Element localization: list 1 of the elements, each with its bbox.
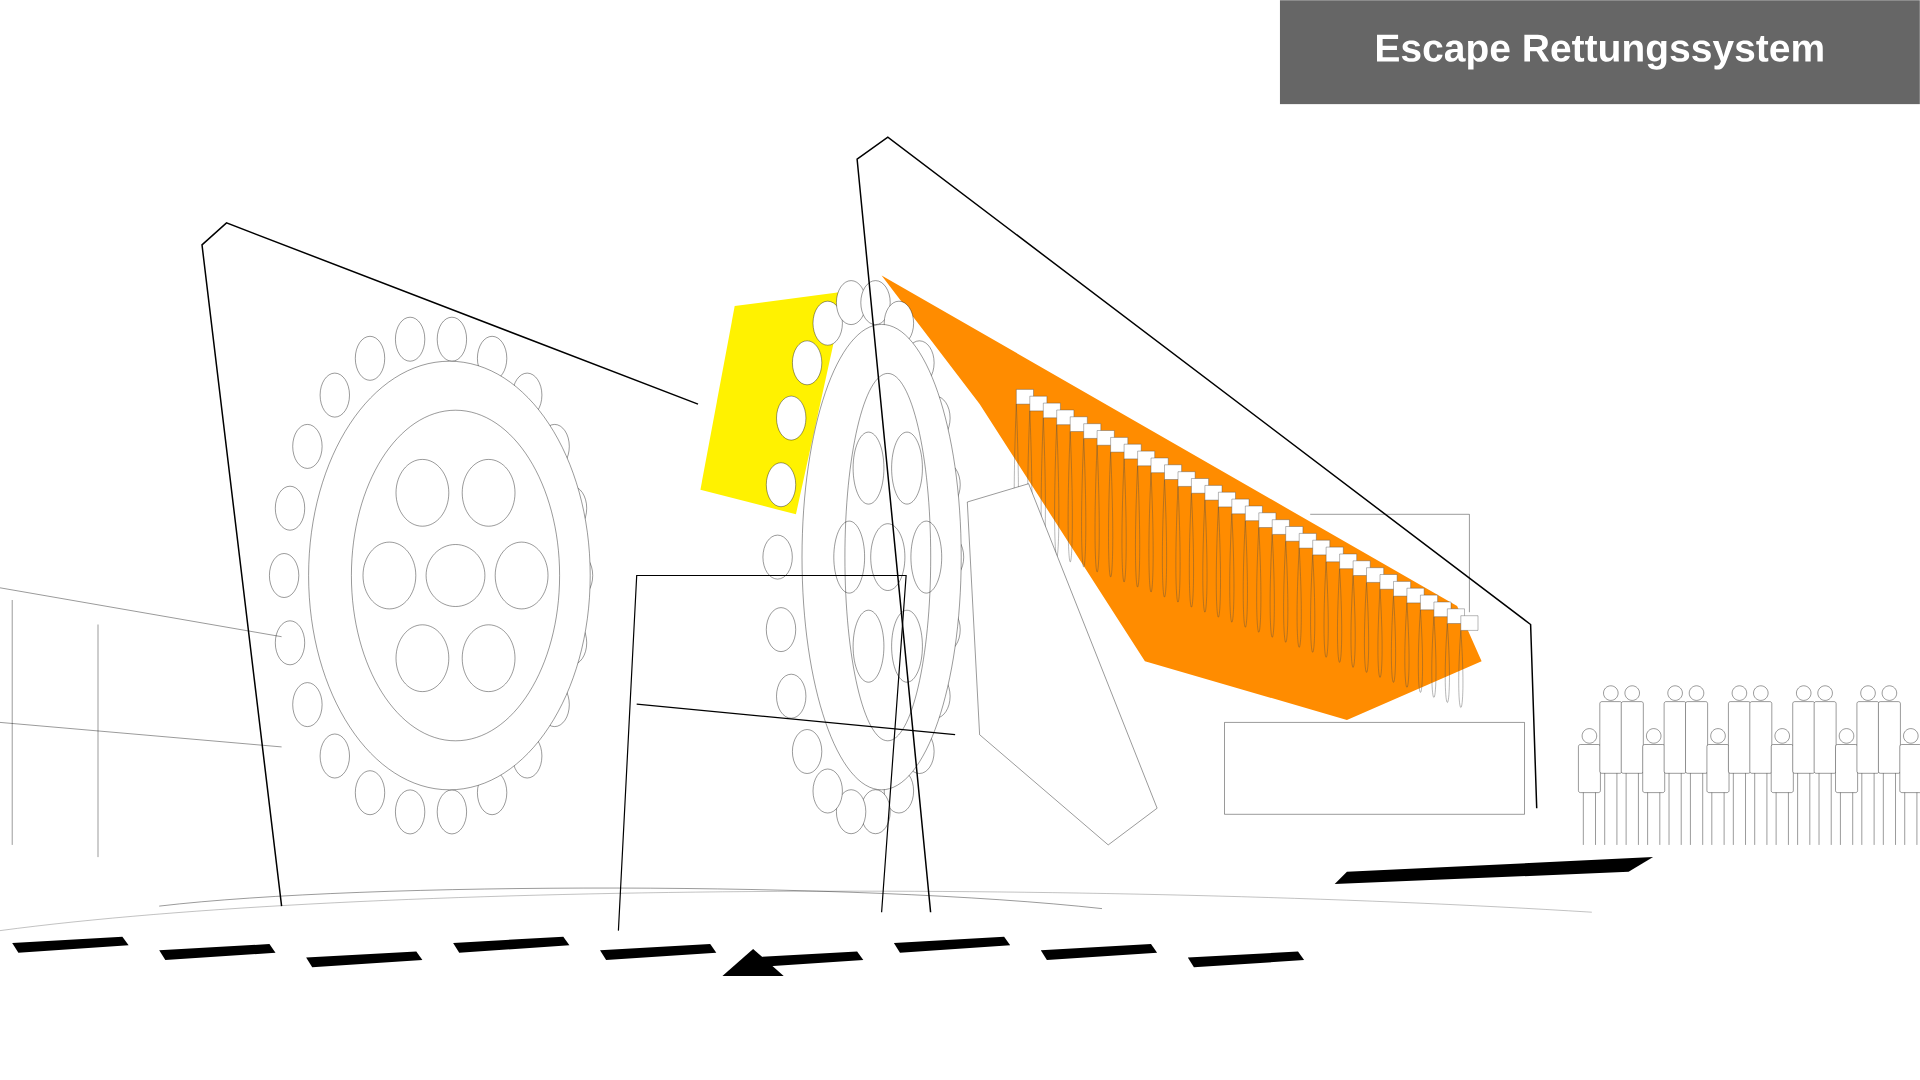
title-banner: Escape Rettungssystem	[1279, 0, 1920, 105]
